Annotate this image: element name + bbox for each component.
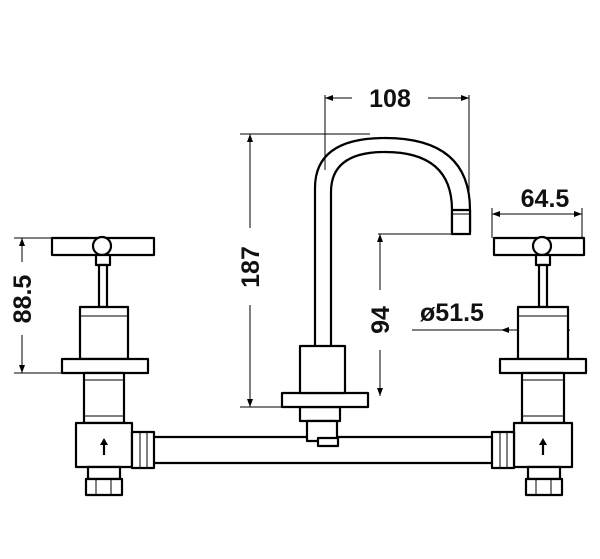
dim-overall-spout-height: 187 bbox=[237, 246, 265, 288]
spout bbox=[280, 136, 472, 448]
dim-handle-height: 88.5 bbox=[9, 275, 37, 324]
left-valve bbox=[50, 235, 156, 497]
right-valve bbox=[490, 235, 588, 497]
dim-spout-outlet-height: 94 bbox=[367, 306, 395, 334]
dim-spout-reach: 108 bbox=[369, 85, 411, 113]
dim-flange-diameter: ø51.5 bbox=[420, 299, 484, 327]
dimension-lines bbox=[14, 95, 583, 408]
dim-handle-width: 64.5 bbox=[521, 185, 570, 213]
